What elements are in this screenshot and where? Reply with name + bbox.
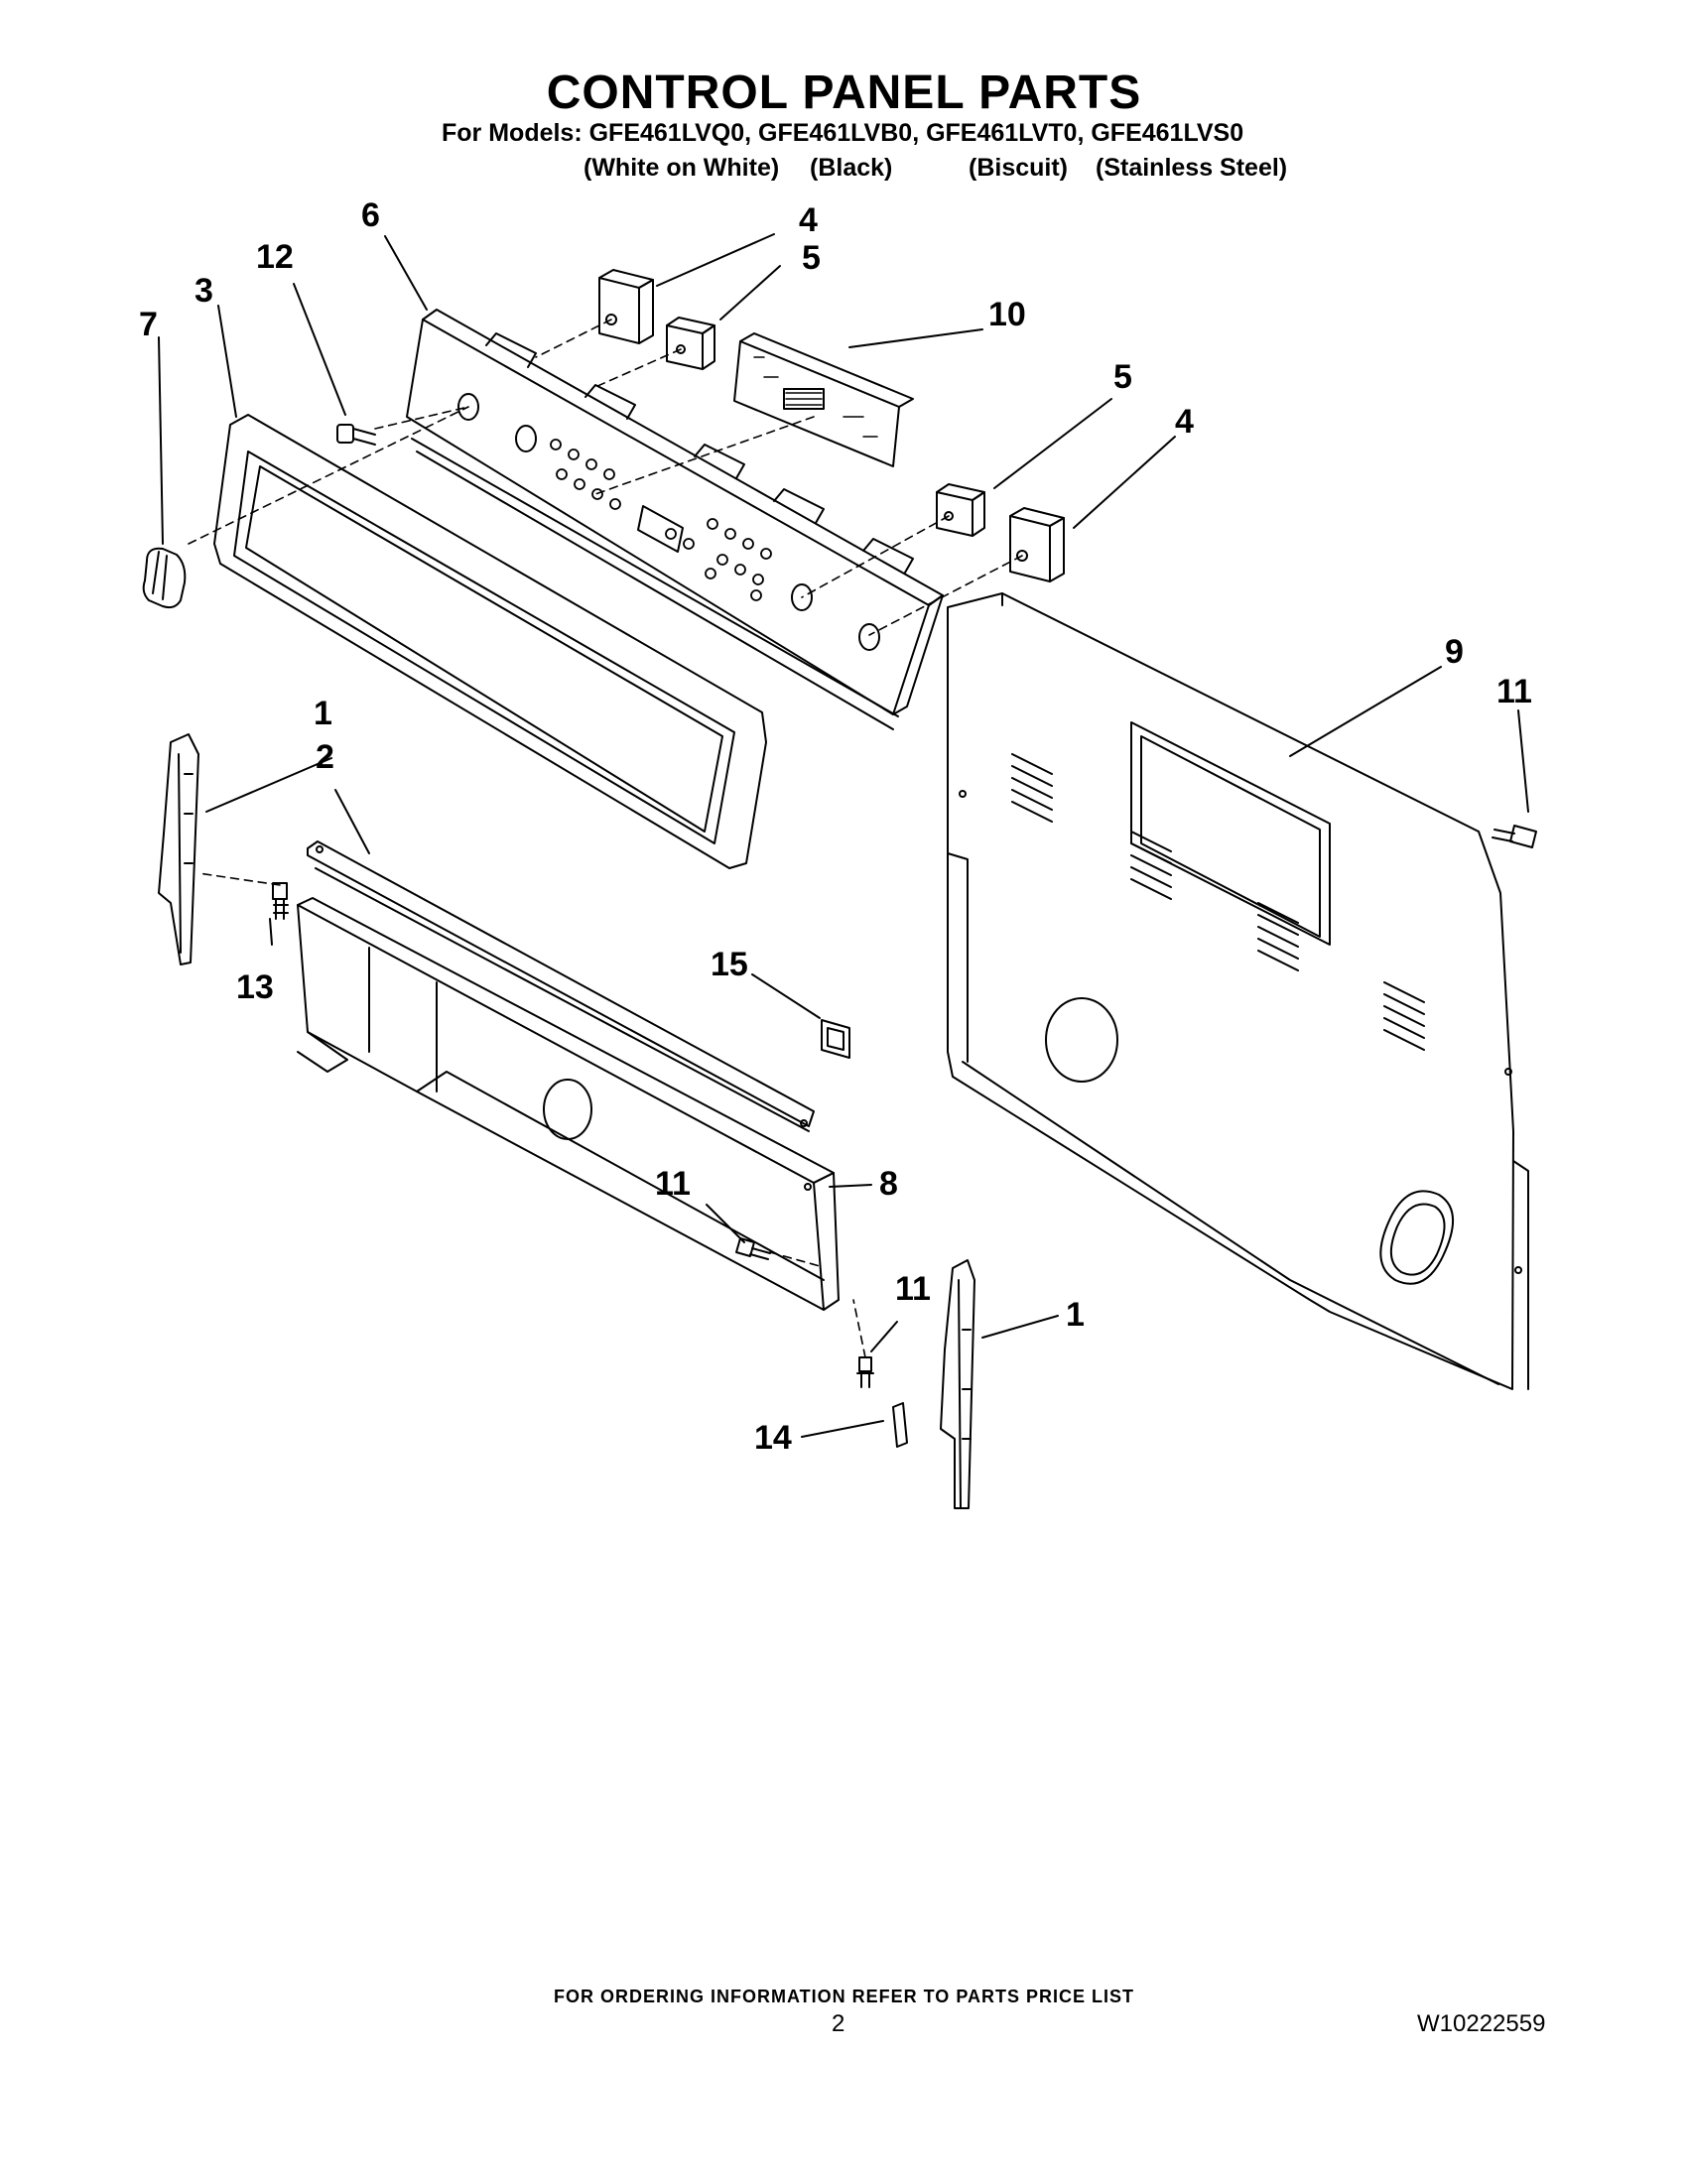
surface-switch-top	[666, 317, 715, 370]
surface-switch-right	[936, 483, 985, 537]
rear-control-panel	[947, 592, 1529, 1390]
electronic-control-board	[733, 332, 914, 467]
callout-11-mid: 11	[655, 1165, 691, 1203]
callout-11-right: 11	[1496, 673, 1532, 710]
callout-9: 9	[1445, 633, 1464, 671]
callout-3: 3	[195, 272, 213, 310]
ordering-note: FOR ORDERING INFORMATION REFER TO PARTS …	[553, 1987, 1134, 2006]
models-line: For Models: GFE461LVQ0, GFE461LVB0, GFE4…	[442, 119, 1244, 147]
callout-11-low: 11	[895, 1270, 931, 1308]
infinite-switch-right	[1009, 507, 1065, 582]
callout-1-left: 1	[314, 695, 332, 732]
clip-14	[892, 1402, 908, 1448]
callout-5-right: 5	[1113, 358, 1132, 396]
callout-6: 6	[361, 196, 380, 234]
clip-15	[821, 1019, 850, 1059]
screw-11-right	[1492, 825, 1537, 848]
callout-7: 7	[139, 306, 158, 343]
callout-12: 12	[256, 238, 294, 276]
infinite-switch-top	[598, 269, 654, 344]
side-bracket-right	[940, 1259, 975, 1509]
leader-lines	[158, 233, 1529, 1438]
callout-14: 14	[754, 1419, 792, 1457]
console-trim-frame	[213, 414, 767, 869]
callout-8: 8	[879, 1165, 898, 1203]
callout-4-top: 4	[799, 201, 818, 239]
console-support-bracket	[307, 840, 815, 1132]
variant-black: (Black)	[810, 154, 893, 182]
side-bracket-left	[158, 733, 199, 965]
callout-4-right: 4	[1175, 403, 1194, 441]
control-console-panel	[406, 309, 944, 730]
callout-1-right: 1	[1066, 1296, 1085, 1334]
screw-11-low	[856, 1356, 874, 1388]
console-screw	[336, 424, 376, 446]
manifold-panel	[297, 897, 840, 1311]
variant-biscuit: (Biscuit)	[969, 154, 1068, 182]
page-number: 2	[832, 2010, 845, 2037]
screw-13	[272, 882, 289, 920]
callout-13: 13	[236, 968, 274, 1006]
callout-2: 2	[316, 738, 334, 776]
screw-11-mid	[735, 1237, 771, 1260]
callout-5-top: 5	[802, 239, 821, 277]
callout-10: 10	[988, 296, 1026, 333]
variant-stainless: (Stainless Steel)	[1096, 154, 1288, 182]
document-number: W10222559	[1417, 2010, 1546, 2037]
variant-white: (White on White)	[584, 154, 780, 182]
callout-15: 15	[711, 946, 748, 983]
control-knob	[142, 547, 187, 609]
page-title: CONTROL PANEL PARTS	[546, 66, 1142, 119]
